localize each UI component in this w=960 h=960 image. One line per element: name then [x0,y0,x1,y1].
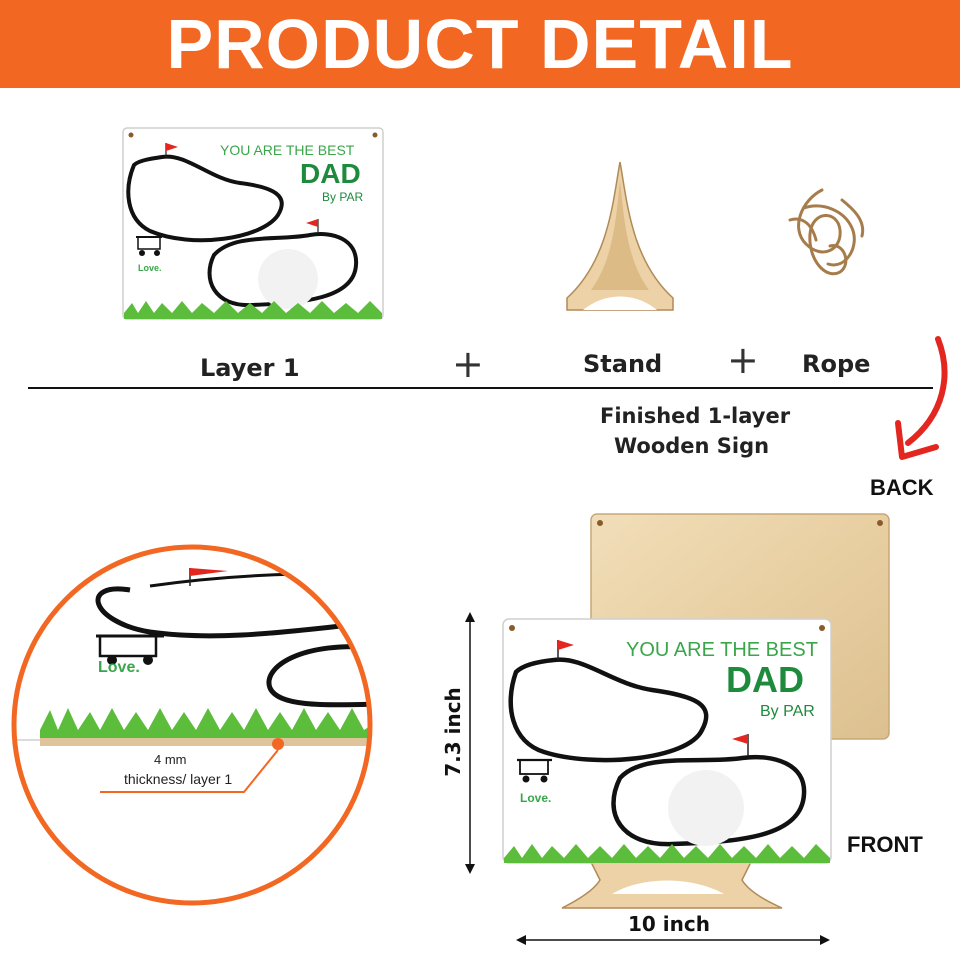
zoom-love: Love. [98,659,140,676]
sign-dad: DAD [726,659,804,700]
rope-label: Rope [802,350,871,378]
rope-image [788,188,865,276]
sign-thumbnail: Love. YOU ARE THE BEST DAD By PAR [122,127,384,320]
finished-caption-line1: Finished 1-layer [600,404,791,428]
page-title: PRODUCT DETAIL [166,5,794,83]
width-label: 10 inch [628,912,710,936]
layer-label: Layer 1 [200,354,300,382]
sign-tagline: YOU ARE THE BEST [220,142,355,158]
plus-sign: + [727,338,759,382]
golf-cart-icon [517,758,552,783]
zoom-note-line2: thickness/ layer 1 [124,771,232,787]
sign-dad: DAD [300,158,361,189]
thickness-zoom: Love. 4 mm thickness/ layer 1 [11,544,373,906]
sign-love: Love. [138,263,162,273]
sign-love: Love. [520,791,551,805]
zoom-note-line1: 4 mm [154,752,187,767]
golf-cart-icon [96,634,164,665]
width-dimension-arrow [516,935,830,945]
sign-tagline: YOU ARE THE BEST [626,639,818,661]
finished-caption-line2: Wooden Sign [614,434,770,458]
arrow-icon [895,336,948,460]
front-sign: Love. YOU ARE THE BEST DAD By PAR [502,618,832,909]
sign-bypar: By PAR [760,703,815,720]
stand-image [566,161,674,311]
stand-label: Stand [583,350,663,378]
back-label: BACK [870,475,934,500]
divider-line [28,387,933,389]
height-label: 7.3 inch [441,687,465,777]
height-dimension-arrow [465,612,475,874]
front-label: FRONT [847,832,923,857]
golf-cart-icon [136,236,162,256]
plus-sign: + [452,342,484,386]
header-banner [0,0,960,88]
sign-bypar: By PAR [322,190,363,204]
